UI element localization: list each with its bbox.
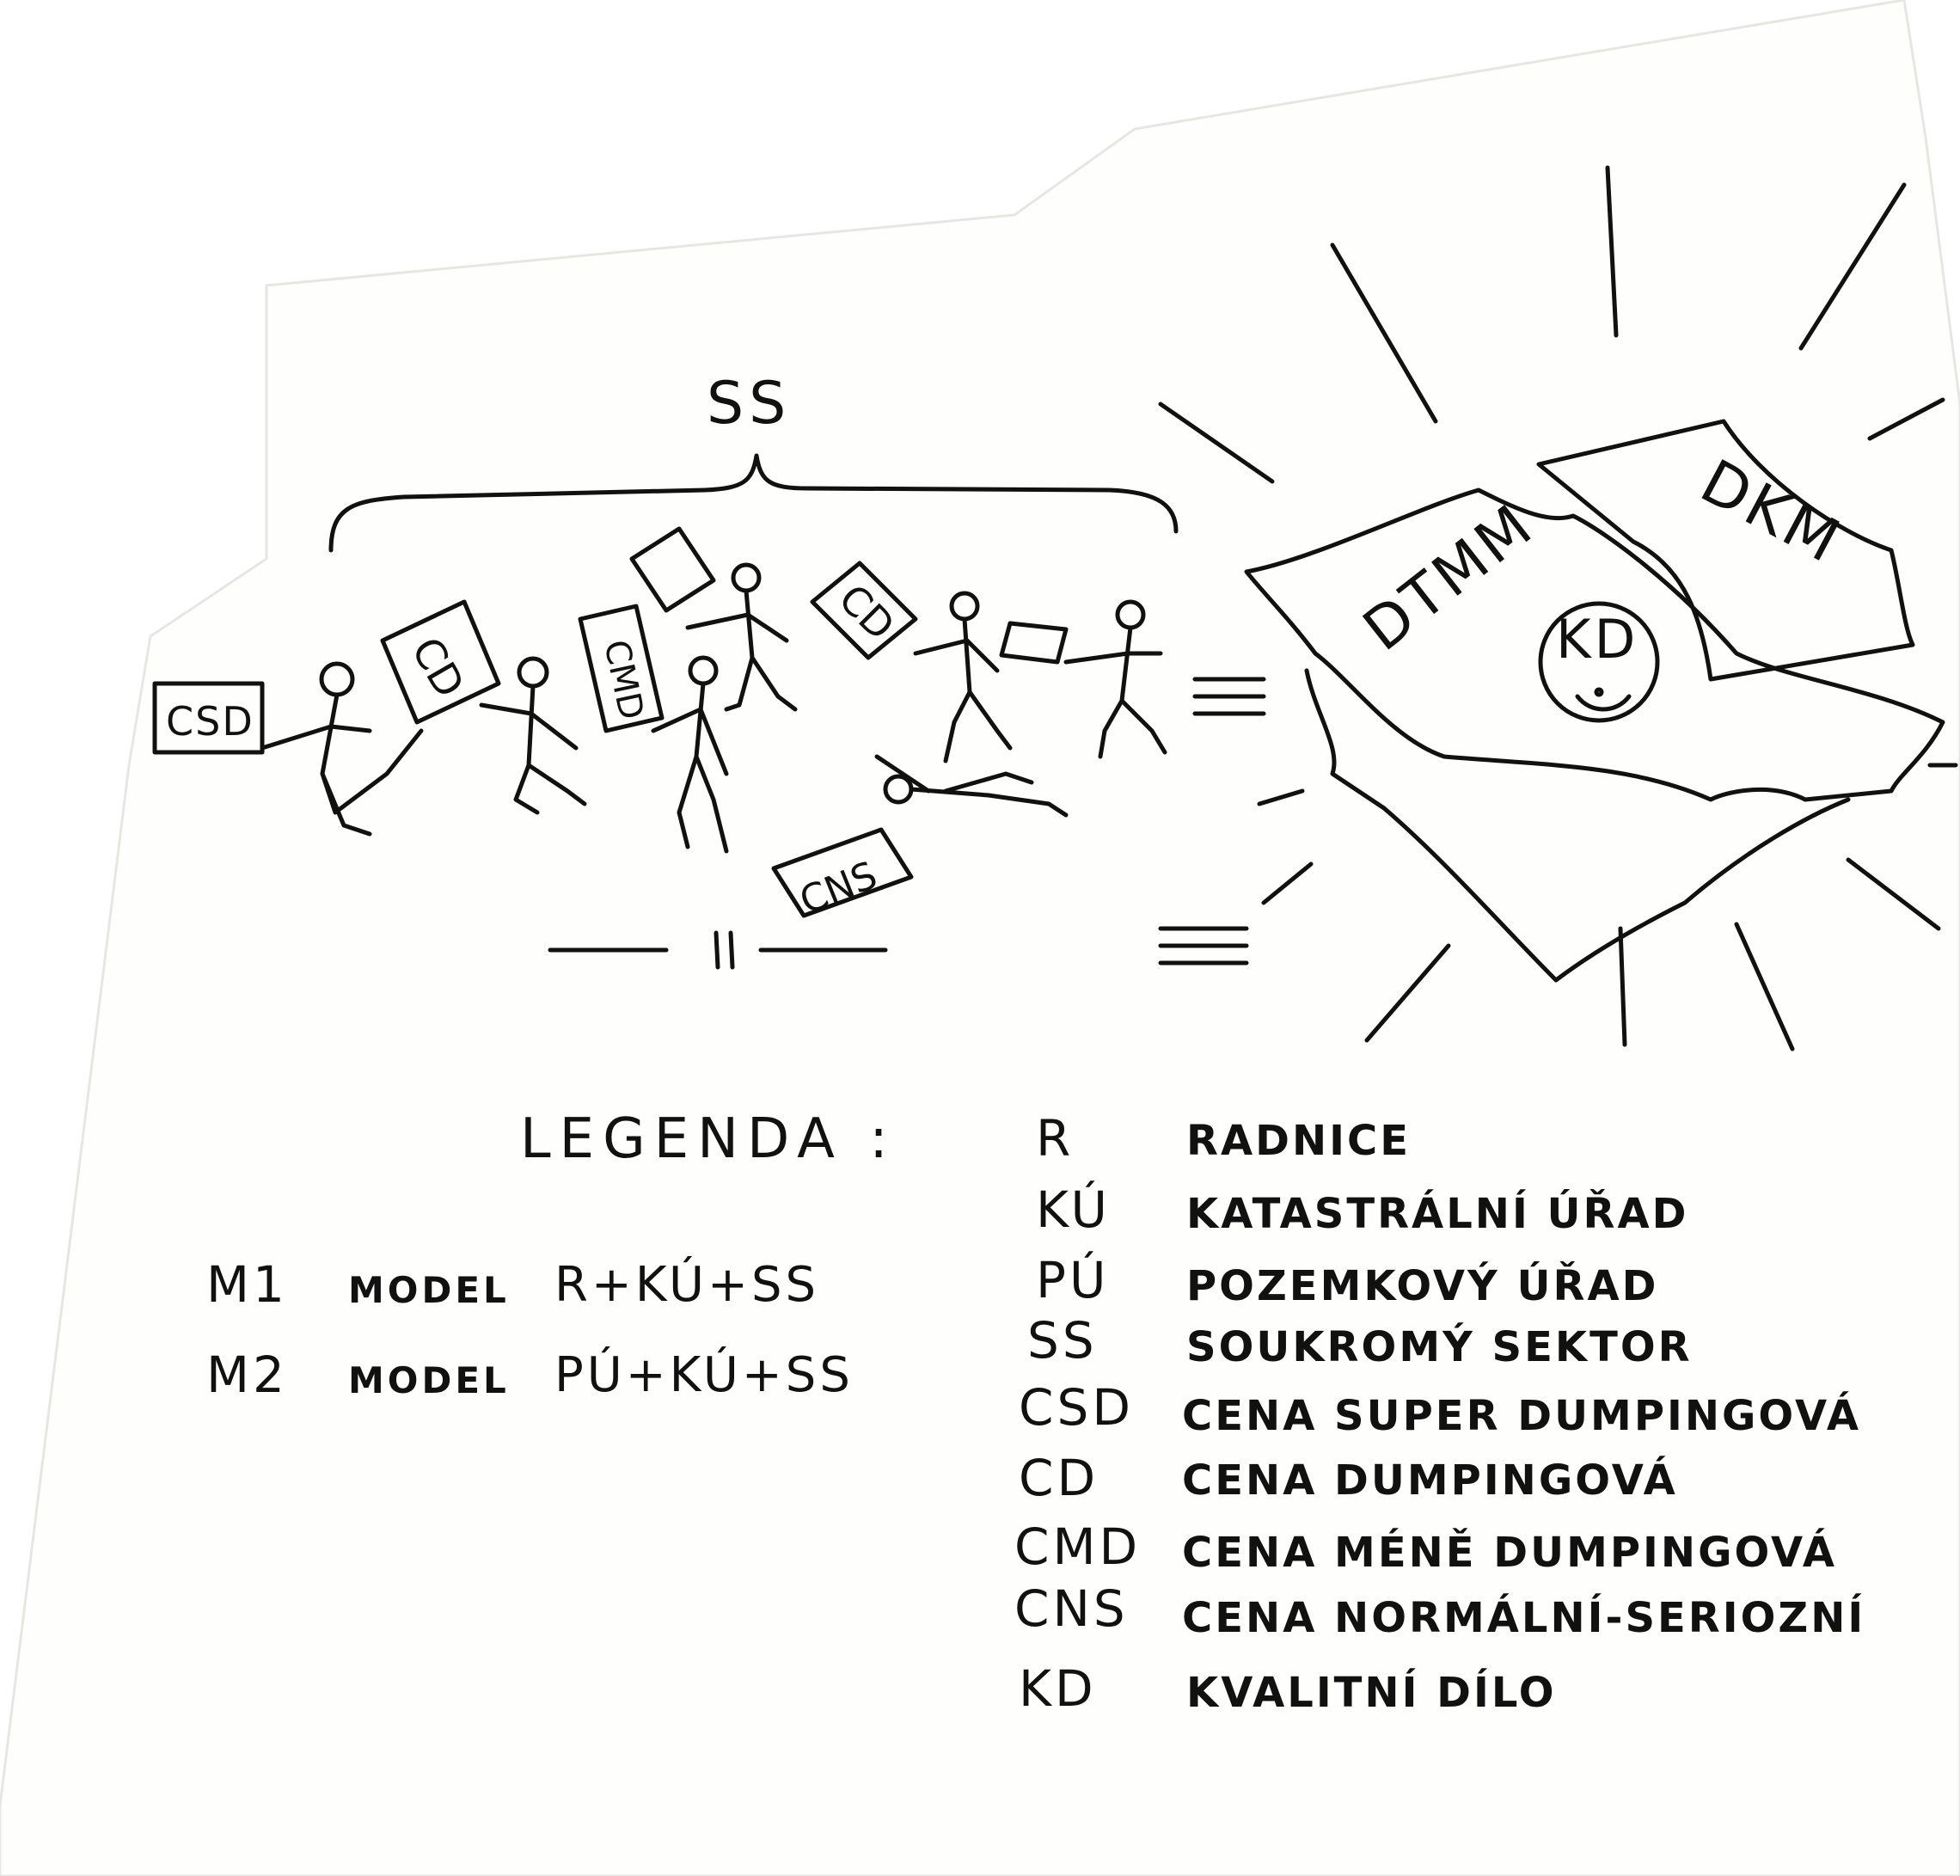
legend-abbr-pu: PÚ	[1036, 1251, 1110, 1309]
stick-figure-4	[685, 562, 798, 712]
legend-abbr-ku: KÚ	[1036, 1180, 1111, 1239]
dkm-sheet	[1536, 419, 1915, 682]
legend-desc-cmd: CENA MÉNĚ DUMPINGOVÁ	[1182, 1529, 1838, 1577]
model-code-m2: M2	[206, 1346, 288, 1404]
legend-abbr-cd: CD	[1019, 1449, 1099, 1507]
ss-bracket-label: SS	[707, 370, 791, 438]
legend-desc-kd: KVALITNÍ DÍLO	[1186, 1669, 1557, 1717]
stick-figure-3	[651, 655, 729, 854]
cd-sign-1	[380, 599, 501, 725]
legend-desc-r: RADNICE	[1186, 1117, 1411, 1165]
under-sheet	[1304, 668, 1851, 983]
dtmm-sheet	[1244, 487, 1945, 802]
cd-sign-2	[810, 561, 918, 660]
legend-abbr-r: R	[1036, 1109, 1075, 1168]
stick-figure-7	[874, 754, 1069, 818]
model-formula-m1: R+KÚ+SS	[554, 1257, 820, 1313]
legend-desc-cd: CENA DUMPINGOVÁ	[1182, 1456, 1678, 1505]
model-word-m1: MODEL	[348, 1269, 510, 1311]
stick-figure-2	[479, 656, 587, 815]
kd-smiley-label: KD	[1556, 608, 1638, 671]
model-word-m2: MODEL	[348, 1359, 510, 1401]
model-formula-m2: PÚ+KÚ+SS	[554, 1347, 854, 1403]
legend-abbr-kd: KD	[1019, 1659, 1097, 1718]
ss-bracket	[328, 453, 1179, 553]
blank-sign	[629, 526, 716, 613]
legend-desc-ss: SOUKROMÝ SEKTOR	[1186, 1323, 1693, 1371]
kd-smiley	[1538, 601, 1660, 723]
sun-rays	[1158, 165, 1958, 1051]
legend-abbr-cmd: CMD	[1014, 1517, 1142, 1576]
double-bar	[714, 930, 735, 970]
legend-desc-csd: CENA SUPER DUMPINGOVÁ	[1182, 1392, 1861, 1440]
legend-desc-ku: KATASTRÁLNÍ ÚŘAD	[1186, 1190, 1689, 1238]
cmd-sign	[578, 604, 665, 733]
csd-sign-label: CSD	[166, 698, 254, 745]
blank-rect-sign	[999, 621, 1069, 665]
legend-abbr-cns: CNS	[1014, 1579, 1129, 1638]
legend-abbr-ss: SS	[1027, 1311, 1098, 1370]
csd-sign	[152, 681, 265, 755]
legend-title: LEGENDA :	[520, 1107, 897, 1171]
legend-desc-cns: CENA NORMÁLNÍ-SERIOZNÍ	[1182, 1594, 1866, 1642]
equals-sign-bottom	[1158, 926, 1249, 966]
model-code-m1: M1	[206, 1255, 288, 1314]
stick-figure-1	[260, 661, 424, 837]
legend-desc-pu: POZEMKOVÝ ÚŘAD	[1186, 1262, 1659, 1310]
stick-figure-5	[913, 591, 1013, 763]
equals-sign-top	[1192, 677, 1266, 716]
legend-abbr-csd: CSD	[1019, 1378, 1134, 1437]
cns-sign	[771, 827, 914, 918]
stick-figure-6	[1063, 599, 1167, 759]
